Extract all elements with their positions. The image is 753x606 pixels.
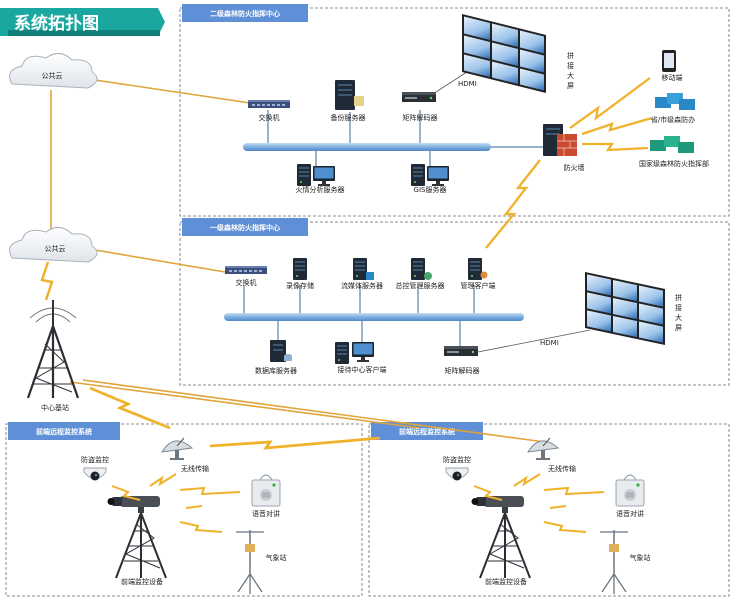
level2-header: 二级森林防火指挥中心 xyxy=(182,4,308,22)
svg-text:数据库服务器: 数据库服务器 xyxy=(255,366,297,375)
svg-text:录像存储: 录像存储 xyxy=(286,281,314,290)
level1-header: 一级森林防火指挥中心 xyxy=(182,218,308,236)
page-title: 系统拓扑图 xyxy=(14,13,99,34)
svg-text:交换机: 交换机 xyxy=(259,113,280,122)
front-right-weather-station: 气象站 xyxy=(599,529,651,595)
level1-matrix-decoder: 矩阵解码器 xyxy=(444,346,480,375)
front-left-lightning xyxy=(111,473,241,533)
level1-db-server: 数据库服务器 xyxy=(255,340,297,375)
svg-text:屏: 屏 xyxy=(675,324,682,332)
svg-text:无线传输: 无线传输 xyxy=(181,464,209,473)
level1-client: 管理客户端 xyxy=(461,258,496,290)
level1-bus xyxy=(224,313,524,321)
svg-text:交换机: 交换机 xyxy=(236,278,257,287)
svg-text:国家级森林防火指挥部: 国家级森林防火指挥部 xyxy=(639,159,709,168)
title-banner: 系统拓扑图 xyxy=(0,8,165,36)
svg-text:二级森林防火指挥中心: 二级森林防火指挥中心 xyxy=(210,9,280,18)
firewall: 防火墙 xyxy=(543,124,585,172)
svg-text:公共云: 公共云 xyxy=(42,71,63,80)
tower-lightning xyxy=(89,386,381,450)
front-right-intercom: 语音对讲 xyxy=(615,474,645,518)
front-right-lightning xyxy=(473,473,605,533)
level1-drops xyxy=(243,285,475,346)
front-right-wireless-dish: 无线传输 xyxy=(527,437,576,473)
level1-video-wall: HDMI 拼 接 大 屏 xyxy=(477,272,682,353)
svg-text:前端远程监控系统: 前端远程监控系统 xyxy=(36,427,92,436)
svg-text:防盗监控: 防盗监控 xyxy=(443,455,471,464)
svg-text:一级森林防火指挥中心: 一级森林防火指挥中心 xyxy=(210,223,280,232)
level2-video-wall: HDMI 拼 接 大 屏 xyxy=(435,14,574,93)
front-left-intercom: 语音对讲 xyxy=(251,474,281,518)
cloud-top: 公共云 xyxy=(9,53,98,89)
svg-text:移动端: 移动端 xyxy=(662,73,683,82)
orange-links xyxy=(50,79,546,443)
svg-text:公共云: 公共云 xyxy=(45,244,66,253)
svg-text:拼: 拼 xyxy=(675,293,682,302)
svg-text:HDMI: HDMI xyxy=(458,80,477,88)
svg-text:防盗监控: 防盗监控 xyxy=(81,455,109,464)
svg-text:中心基站: 中心基站 xyxy=(41,403,69,412)
svg-text:接待中心客户端: 接待中心客户端 xyxy=(338,365,387,374)
svg-text:总控管理服务器: 总控管理服务器 xyxy=(396,281,445,290)
svg-text:HDMI: HDMI xyxy=(540,339,559,347)
svg-text:火情分析服务器: 火情分析服务器 xyxy=(296,185,345,194)
svg-text:大: 大 xyxy=(567,71,574,80)
svg-text:GIS服务器: GIS服务器 xyxy=(414,185,447,194)
svg-text:前端监控设备: 前端监控设备 xyxy=(485,577,527,586)
level2-gis-server: GIS服务器 xyxy=(411,164,449,194)
svg-text:气象站: 气象站 xyxy=(266,553,287,562)
svg-text:气象站: 气象站 xyxy=(630,553,651,562)
svg-text:防火墙: 防火墙 xyxy=(564,163,585,172)
front-left-wireless-dish: 无线传输 xyxy=(161,437,209,473)
mobile-device: 移动端 xyxy=(662,50,683,82)
svg-text:前端监控设备: 前端监控设备 xyxy=(121,577,163,586)
cloud-mid: 公共云 xyxy=(9,227,98,263)
front-right-system: 防盗监控 无线传输 语音对讲 气象站 前端监控设备 xyxy=(443,437,651,595)
level1-access-client: 接待中心客户端 xyxy=(335,342,387,374)
level1-switch: 交换机 xyxy=(225,266,267,287)
front-right-camera-tower: 前端监控设备 xyxy=(470,495,531,586)
national-command: 国家级森林防火指挥部 xyxy=(639,136,709,168)
svg-text:屏: 屏 xyxy=(567,82,574,90)
svg-text:无线传输: 无线传输 xyxy=(548,464,576,473)
svg-text:管理客户端: 管理客户端 xyxy=(461,281,496,290)
front-left-header: 前端远程监控系统 xyxy=(8,422,120,440)
level1-streaming-server: 流媒体服务器 xyxy=(341,258,383,290)
level2-matrix-decoder: 矩阵解码器 xyxy=(402,92,438,122)
front-left-box xyxy=(5,423,363,597)
front-right-dome-camera: 防盗监控 xyxy=(443,455,471,481)
central-tower: 中心基站 xyxy=(26,300,80,412)
level2-backup-server: 备份服务器 xyxy=(331,80,366,122)
svg-text:省/市级森防办: 省/市级森防办 xyxy=(651,115,695,124)
svg-text:前端远程监控系统: 前端远程监控系统 xyxy=(399,427,455,436)
svg-text:语音对讲: 语音对讲 xyxy=(252,509,280,518)
level1-recording-storage: 录像存储 xyxy=(286,258,314,290)
svg-text:备份服务器: 备份服务器 xyxy=(331,113,366,122)
svg-text:接: 接 xyxy=(675,303,682,312)
svg-text:流媒体服务器: 流媒体服务器 xyxy=(341,281,383,290)
province-office: 省/市级森防办 xyxy=(651,93,695,124)
svg-text:接: 接 xyxy=(567,61,574,70)
front-left-dome-camera: 防盗监控 xyxy=(81,455,109,481)
level2-drops xyxy=(267,110,545,166)
level2-box xyxy=(179,7,730,217)
front-left-camera-tower: 前端监控设备 xyxy=(106,495,167,586)
svg-text:语音对讲: 语音对讲 xyxy=(616,509,644,518)
svg-text:大: 大 xyxy=(675,313,682,322)
level2-fire-analysis-server: 火情分析服务器 xyxy=(296,164,345,194)
level2-switch: 交换机 xyxy=(248,100,290,122)
level1-box xyxy=(179,221,730,386)
svg-text:拼: 拼 xyxy=(567,51,574,60)
front-right-box xyxy=(368,423,730,597)
front-left-weather-station: 气象站 xyxy=(235,529,287,595)
level2-bus xyxy=(243,143,491,151)
level1-mgmt-server: 总控管理服务器 xyxy=(396,258,445,290)
lightning-cloud-tower xyxy=(40,261,54,301)
svg-text:矩阵解码器: 矩阵解码器 xyxy=(445,366,480,375)
front-left-system: 防盗监控 无线传输 语音对讲 气象站 前端监控设备 xyxy=(81,437,287,595)
svg-text:矩阵解码器: 矩阵解码器 xyxy=(403,113,438,122)
firewall-lightning xyxy=(485,77,653,249)
front-right-header: 前端远程监控系统 xyxy=(371,422,483,440)
